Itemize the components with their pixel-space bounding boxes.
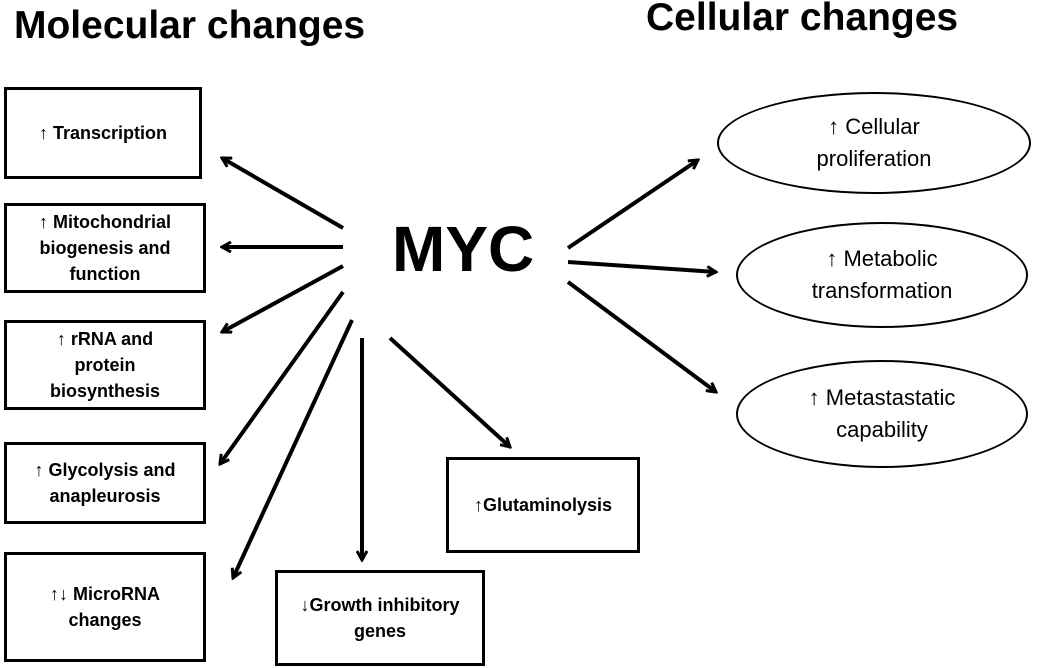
- proliferation-label: ↑ Cellular proliferation: [816, 114, 932, 171]
- rrna-box: ↑ rRNA and protein biosynthesis: [4, 320, 206, 410]
- arrow-to-transcription: [222, 156, 345, 230]
- mitochondrial-box: ↑ Mitochondrial biogenesis and function: [4, 203, 206, 293]
- rrna-label: ↑ rRNA and protein biosynthesis: [49, 329, 161, 401]
- proliferation-ellipse: ↑ Cellular proliferation: [717, 92, 1031, 194]
- transcription-box: ↑ Transcription: [4, 87, 202, 179]
- arrow-to-rrna: [222, 264, 344, 334]
- myc-label: MYC: [392, 213, 535, 285]
- glutaminolysis-label: ↑Glutaminolysis: [473, 495, 613, 515]
- arrow-to-proliferation: [566, 160, 698, 250]
- arrow-to-metabolic: [567, 260, 716, 272]
- arrow-to-metastatic: [566, 280, 716, 392]
- arrow-to-glycolysis: [220, 290, 345, 464]
- glutaminolysis-box: ↑Glutaminolysis: [446, 457, 640, 553]
- glycolysis-label: ↑ Glycolysis and anapleurosis: [34, 460, 176, 506]
- cellular-changes-heading: Cellular changes: [646, 0, 959, 39]
- microrna-box: ↑↓ MicroRNA changes: [4, 552, 206, 662]
- microrna-label: ↑↓ MicroRNA changes: [49, 584, 160, 630]
- molecular-changes-heading: Molecular changes: [14, 4, 366, 47]
- growth-inhibitory-label: ↓Growth inhibitory genes: [300, 595, 460, 641]
- metabolic-ellipse: ↑ Metabolic transformation: [736, 222, 1028, 328]
- mitochondrial-label: ↑ Mitochondrial biogenesis and function: [39, 212, 171, 284]
- transcription-label: ↑ Transcription: [38, 123, 168, 143]
- arrow-to-glutaminolysis: [388, 336, 510, 447]
- arrow-to-microrna: [233, 319, 354, 578]
- metastatic-ellipse: ↑ Metastastatic capability: [736, 360, 1028, 468]
- glycolysis-box: ↑ Glycolysis and anapleurosis: [4, 442, 206, 524]
- metastatic-label: ↑ Metastastatic capability: [808, 385, 956, 442]
- metabolic-label: ↑ Metabolic transformation: [811, 246, 953, 303]
- growth-inhibitory-box: ↓Growth inhibitory genes: [275, 570, 485, 666]
